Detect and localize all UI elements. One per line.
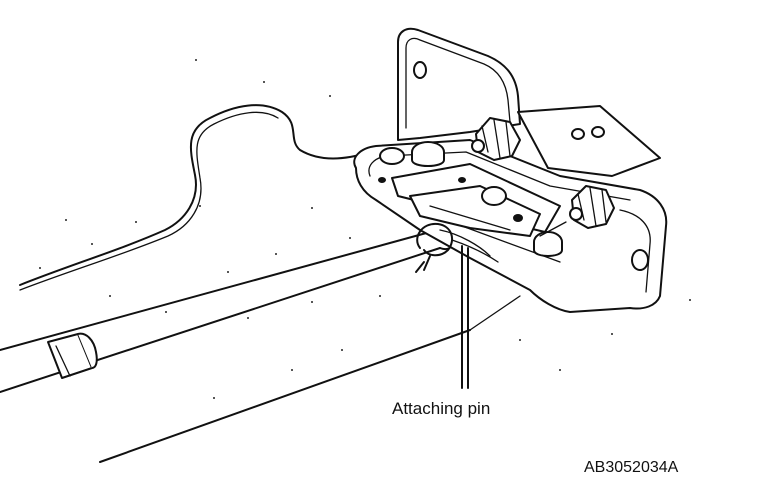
attaching-pin-leader bbox=[461, 245, 469, 389]
adjuster-nut-upper bbox=[471, 117, 521, 161]
figure-code: AB3052034A bbox=[584, 459, 679, 476]
latch-mounting-bracket bbox=[397, 27, 521, 141]
body-panel-edge bbox=[99, 329, 471, 463]
flange-hole-2 bbox=[591, 126, 605, 138]
release-cable-upper bbox=[0, 231, 431, 351]
latch-pins bbox=[378, 141, 563, 257]
latch-flange-plate bbox=[517, 105, 661, 177]
cable-clamp bbox=[47, 332, 98, 379]
bracket-hole bbox=[413, 61, 427, 79]
cable-end-hook bbox=[415, 222, 499, 273]
body-panel-edge-2 bbox=[469, 295, 521, 331]
adjuster-nut-lower bbox=[539, 185, 615, 237]
hood-panel-edge bbox=[19, 104, 371, 286]
print-speckles bbox=[39, 59, 691, 399]
flange-hole-1 bbox=[571, 128, 585, 140]
base-plate-hole bbox=[631, 249, 649, 271]
attaching-pin-label: Attaching pin bbox=[392, 399, 490, 418]
hood-panel-inner-edge bbox=[19, 111, 279, 291]
